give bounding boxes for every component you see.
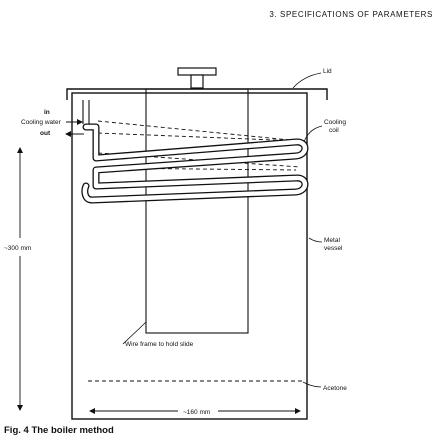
label-out: out (40, 130, 51, 137)
label-cooling-coil-2: coil (329, 127, 339, 134)
label-lid: Lid (323, 68, 332, 75)
label-in: in (44, 109, 50, 116)
figure-caption: Fig. 4 The boiler method (4, 425, 114, 436)
label-width-dim: ~160 mm (183, 409, 210, 416)
section-header: 3. SPECIFICATIONS OF PARAMETERS (269, 10, 433, 19)
metal-vessel (71, 92, 308, 420)
cooling-coil (81, 123, 309, 204)
label-wire-frame: Wire frame to hold slide (125, 341, 194, 348)
coolant-pipes (82, 100, 90, 124)
label-height-dim: ~300 mm (4, 245, 31, 252)
label-acetone: Acetone (323, 385, 347, 392)
label-metal-vessel-1: Metal (324, 237, 340, 244)
label-metal-vessel-2: vessel (324, 245, 343, 252)
slide-holder (145, 88, 249, 334)
label-cooling-coil-1: Cooling (324, 119, 346, 126)
lid (66, 88, 328, 100)
lid-knob (177, 67, 217, 89)
leader-lines (122, 72, 323, 388)
label-cooling-water: Cooling water (21, 119, 62, 126)
